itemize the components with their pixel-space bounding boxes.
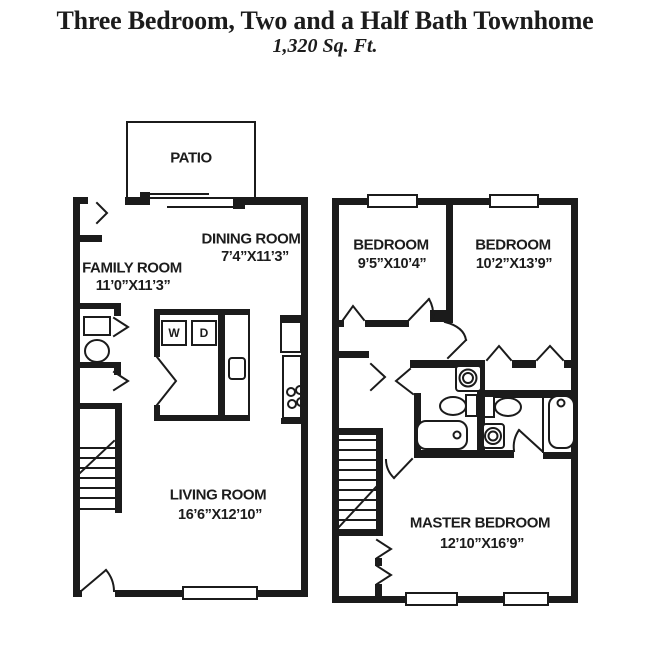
master-bedroom-dims: 12’10”X16’9” bbox=[440, 536, 524, 552]
second-floor-plan bbox=[332, 194, 578, 606]
hall-bath-tub bbox=[416, 420, 468, 450]
stair-cut-line bbox=[337, 485, 378, 529]
dining-room-dims: 7’4”X11’3” bbox=[221, 249, 289, 265]
hall-bathroom bbox=[416, 365, 482, 450]
page-subtitle: 1,320 Sq. Ft. bbox=[272, 35, 378, 57]
master-window-left bbox=[405, 592, 458, 606]
laundry-bifold-door bbox=[155, 355, 178, 407]
master-bathroom bbox=[482, 395, 575, 453]
entry-door bbox=[78, 568, 116, 594]
washer-label: W bbox=[168, 326, 180, 340]
first-floor-stairs bbox=[78, 439, 116, 510]
hall-closet-door-swing bbox=[112, 370, 130, 392]
laundry-closet bbox=[155, 320, 217, 407]
dryer-label: D bbox=[199, 326, 209, 340]
master-toilet-tank bbox=[483, 395, 495, 418]
first-floor-plan bbox=[73, 121, 308, 600]
bedroom1-dims: 9’5”X10’4” bbox=[357, 256, 427, 272]
living-room-window bbox=[182, 586, 258, 600]
master-toilet bbox=[494, 397, 522, 417]
master-bedroom-door bbox=[384, 457, 414, 480]
second-floor-stairs bbox=[337, 439, 378, 529]
hall-bath-toilet bbox=[439, 396, 467, 416]
pantry-fixture bbox=[228, 357, 246, 380]
bedroom2-closet-door-b bbox=[535, 344, 565, 362]
living-room-dims: 16’6”X12’10” bbox=[178, 507, 262, 523]
half-bath-door-swing bbox=[112, 316, 130, 338]
family-room-label: FAMILY ROOM bbox=[82, 259, 182, 277]
living-room-label: LIVING ROOM bbox=[169, 486, 267, 504]
master-bedroom-label: MASTER BEDROOM bbox=[409, 514, 551, 532]
stove-burners bbox=[286, 385, 306, 409]
bedroom2-door bbox=[443, 320, 468, 360]
page-title: Three Bedroom, Two and a Half Bath Townh… bbox=[56, 6, 594, 35]
bedroom1-door bbox=[407, 297, 435, 322]
master-closet-door-a bbox=[375, 538, 393, 560]
bedroom2-closet-door-a bbox=[485, 344, 513, 362]
kitchen bbox=[280, 321, 306, 419]
refrigerator bbox=[280, 321, 302, 353]
bedroom2-dims: 10’2”X13’9” bbox=[475, 256, 553, 272]
front-door-swing bbox=[95, 201, 109, 225]
master-tub bbox=[548, 395, 575, 449]
tub-drain bbox=[452, 430, 462, 440]
master-closet-door-b bbox=[375, 564, 393, 586]
dryer-box bbox=[191, 320, 217, 346]
second-floor-windows bbox=[367, 194, 549, 606]
bedroom1-window bbox=[367, 194, 418, 208]
bedroom1-closet-door-swing bbox=[341, 304, 366, 322]
half-bath-toilet bbox=[84, 339, 110, 363]
bedroom2-window bbox=[489, 194, 539, 208]
patio-outline bbox=[126, 121, 256, 199]
bedroom2-label: BEDROOM bbox=[475, 236, 551, 254]
linen-closet-door-swing bbox=[369, 362, 387, 392]
family-room-dims: 11’0”X11’3” bbox=[95, 278, 171, 294]
hall-bath-toilet-tank bbox=[465, 394, 478, 417]
master-bath-door bbox=[512, 428, 544, 453]
bedroom1-label: BEDROOM bbox=[353, 236, 429, 254]
hall-bath-door-swing bbox=[394, 367, 415, 396]
dining-room-label: DINING ROOM bbox=[201, 230, 301, 248]
washer-box bbox=[161, 320, 187, 346]
master-window-right bbox=[503, 592, 549, 606]
patio-sliding-door bbox=[146, 193, 239, 208]
master-tub-drain bbox=[556, 398, 566, 408]
patio-label: PATIO bbox=[170, 149, 212, 167]
half-bath-sink bbox=[83, 316, 111, 336]
stair-cut-line bbox=[78, 439, 116, 475]
